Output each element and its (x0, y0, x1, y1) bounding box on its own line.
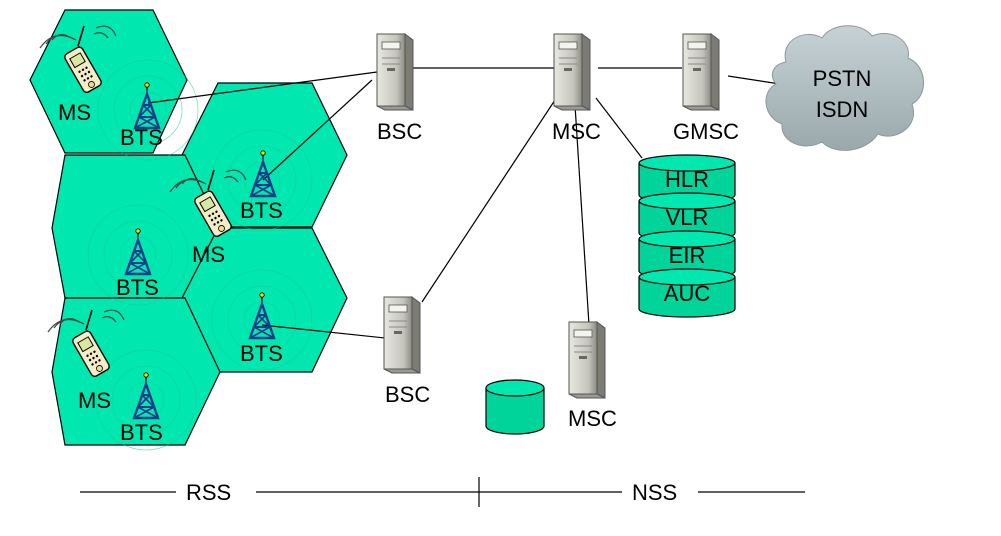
cloud-line2: ISDN (816, 97, 869, 122)
msc-bottom-label: MSC (568, 406, 617, 431)
database-icon (638, 277, 736, 318)
bsc-top-label: BSC (377, 119, 422, 144)
gmsc-node: GMSC (673, 33, 739, 144)
gmsc-label: GMSC (673, 119, 739, 144)
msc-bottom-node: MSC (568, 321, 617, 431)
database-icon (485, 388, 545, 435)
bsc-bottom-node: BSC (383, 296, 430, 407)
bts-label: BTS (240, 341, 283, 366)
database-vlr: VLR (638, 192, 736, 242)
database-label: VLR (666, 205, 709, 230)
bts-label: BTS (120, 125, 163, 150)
ms-label: MS (192, 242, 225, 267)
database-cap (638, 230, 736, 248)
server-icon (682, 33, 720, 111)
pstn-isdn-cloud: PSTN ISDN (765, 25, 924, 151)
standalone-database (485, 379, 545, 435)
bsc-top-node: BSC (376, 33, 422, 144)
radio-cells (29, 9, 348, 446)
bts-label: BTS (116, 275, 159, 300)
connections (147, 67, 781, 339)
server-icon (553, 33, 591, 111)
cell-5 (51, 297, 221, 446)
link-bts4-bsc-bottom (261, 324, 386, 339)
server-icon (568, 321, 606, 399)
database-label: HLR (665, 167, 709, 192)
link-bts2-bsc-top (262, 79, 373, 181)
link-msc-databases (595, 97, 643, 159)
database-cap (638, 192, 736, 210)
legend-nss: NSS (632, 480, 677, 505)
legend-rss: RSS (186, 480, 231, 505)
ms-label: MS (78, 388, 111, 413)
server-icon (376, 33, 414, 111)
cell-labels: MS BTS BTS MS BTS BTS MS BTS (58, 100, 283, 445)
cell-1 (29, 9, 188, 154)
cloud-icon (765, 25, 924, 151)
database-eir: EIR (638, 230, 736, 280)
link-msc-msc-bottom (574, 104, 590, 326)
database-cap (638, 154, 736, 172)
cloud-line1: PSTN (813, 66, 872, 91)
database-label: EIR (669, 243, 706, 268)
database-stack: HLR VLR EIR AUC (638, 154, 736, 318)
domain-legend: RSS NSS (80, 477, 805, 507)
bts-label: BTS (240, 198, 283, 223)
database-label: AUC (664, 281, 711, 306)
ms-label: MS (58, 100, 91, 125)
link-bts1-bsc-top (147, 71, 378, 104)
msc-top-node: MSC (552, 33, 601, 144)
link-msc-bsc-bottom (421, 99, 556, 303)
bsc-bottom-label: BSC (385, 382, 430, 407)
bts-label: BTS (120, 420, 163, 445)
server-icon (383, 296, 421, 374)
msc-top-label: MSC (552, 119, 601, 144)
database-cap (638, 268, 736, 286)
link-gmsc-pstn (727, 75, 781, 85)
database-auc: AUC (638, 268, 736, 318)
database-hlr: HLR (638, 154, 736, 204)
